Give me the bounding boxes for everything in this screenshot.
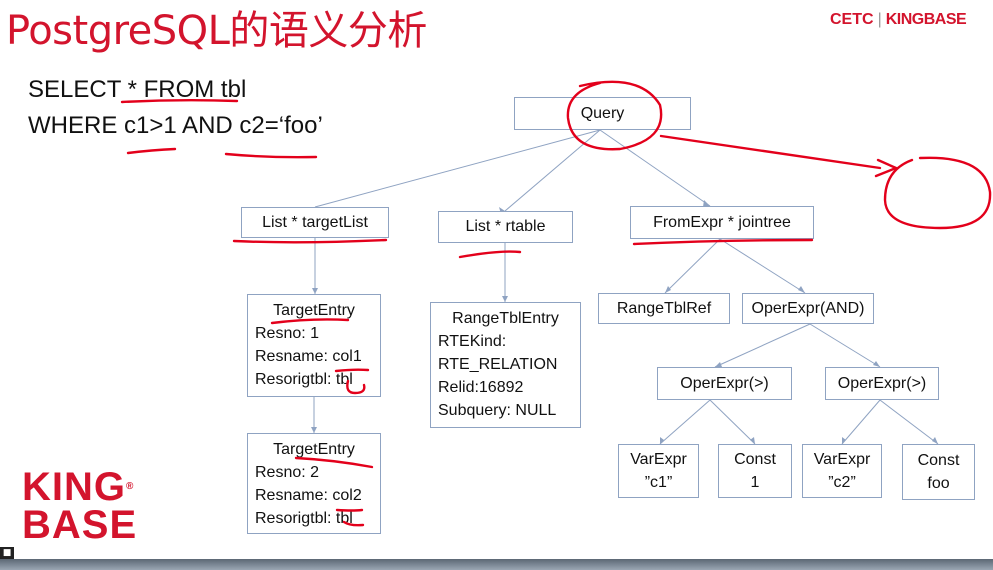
var1-value: ”c1” — [644, 474, 673, 491]
target-entry-1-resorigtbl: Resorigtbl: tbl — [255, 371, 353, 388]
node-var-expr-c2: VarExpr ”c2” — [802, 444, 882, 498]
node-target-entry-1: TargetEntry Resno: 1 Resname: col1 Resor… — [247, 294, 381, 397]
target-entry-2-resno: Resno: 2 — [255, 464, 320, 481]
const2-label: Const — [917, 452, 960, 469]
node-const-foo: Const foo — [902, 444, 975, 500]
node-target-entry-2: TargetEntry Resno: 2 Resname: col2 Resor… — [247, 433, 381, 534]
rte-subquery: Subquery: NULL — [438, 402, 557, 419]
node-jointree: FromExpr * jointree — [630, 206, 814, 239]
const1-label: Const — [734, 451, 776, 468]
var1-label: VarExpr — [630, 451, 687, 468]
target-entry-1-head: TargetEntry — [273, 302, 355, 319]
const1-value: 1 — [750, 474, 760, 491]
page-title: PostgreSQL的语义分析 — [6, 8, 427, 54]
node-range-tbl-entry: RangeTblEntry RTEKind: RTE_RELATION Reli… — [430, 302, 581, 428]
rte-relid: Relid:16892 — [438, 379, 524, 396]
rte-relation: RTE_RELATION — [438, 356, 558, 373]
brand-kingbase: KINGBASE — [885, 11, 967, 28]
node-var-expr-c1: VarExpr ”c1” — [618, 444, 699, 498]
node-oper-gt-2: OperExpr(>) — [825, 367, 939, 400]
node-query: Query — [514, 97, 691, 130]
rte-head: RangeTblEntry — [452, 310, 559, 327]
target-entry-1-resno: Resno: 1 — [255, 325, 320, 342]
kingbase-logo: KING® BASE — [22, 465, 138, 547]
rte-kind: RTEKind: — [438, 333, 507, 350]
node-oper-gt-1: OperExpr(>) — [657, 367, 792, 400]
target-entry-2-resorigtbl: Resorigtbl: tbl — [255, 510, 353, 527]
const2-value: foo — [927, 475, 950, 492]
node-target-list: List * targetList — [241, 207, 389, 238]
node-range-tbl-ref: RangeTblRef — [598, 293, 730, 324]
brand-cetc: CETC — [830, 11, 874, 28]
brand-logo: CETC|KINGBASE — [830, 11, 967, 29]
node-oper-and: OperExpr(AND) — [742, 293, 874, 324]
node-const-1: Const 1 — [718, 444, 792, 498]
brand-separator: | — [877, 11, 882, 28]
target-entry-1-resname: Resname: col1 — [255, 348, 362, 365]
node-rtable: List * rtable — [438, 211, 573, 243]
target-entry-2-resname: Resname: col2 — [255, 487, 362, 504]
logo-line-base: BASE — [22, 503, 138, 547]
target-entry-2-head: TargetEntry — [273, 441, 355, 458]
var2-value: ”c2” — [828, 474, 856, 491]
var2-label: VarExpr — [813, 451, 871, 468]
logo-line-king: KING — [22, 465, 126, 509]
taskbar-icon[interactable]: ■ — [0, 547, 14, 559]
sql-line-where: WHERE c1>1 AND c2=‘foo’ — [28, 112, 323, 139]
bottom-taskbar — [0, 559, 993, 570]
sql-line-select: SELECT * FROM tbl — [28, 76, 247, 103]
logo-registered: ® — [126, 481, 134, 492]
